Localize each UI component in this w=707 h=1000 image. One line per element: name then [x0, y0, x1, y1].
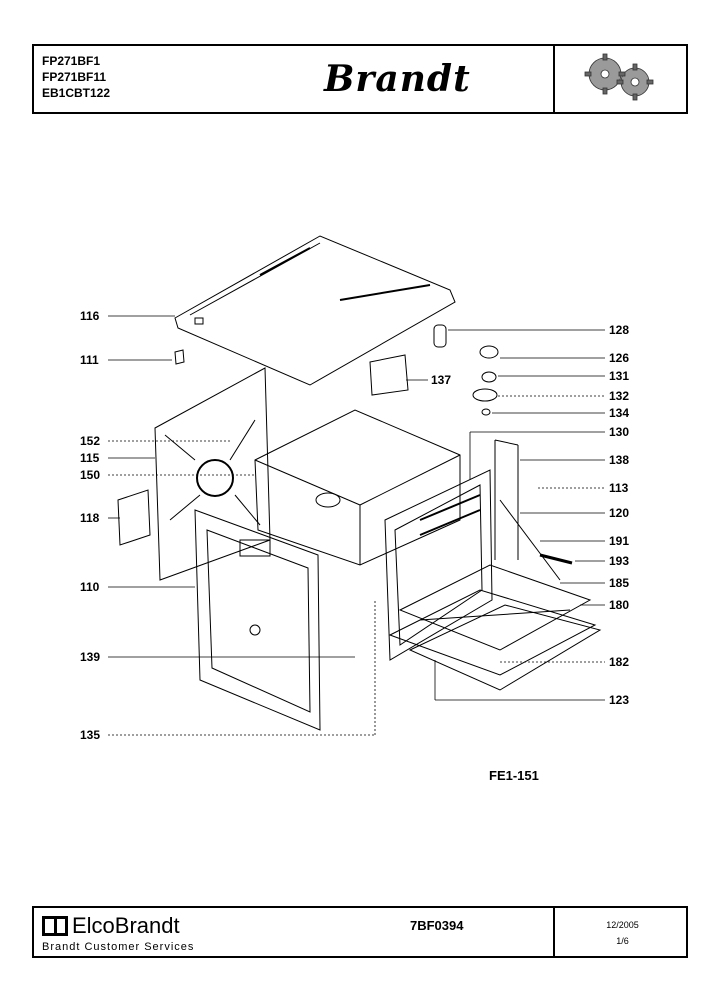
label-139: 139 [80, 650, 101, 664]
eb-logo-icon [42, 916, 68, 937]
label-150: 150 [80, 468, 101, 482]
document-date: 12/2005 [606, 920, 639, 930]
label-113: 113 [609, 481, 629, 495]
label-118: 118 [80, 511, 100, 525]
label-137: 137 [431, 373, 452, 387]
exploded-view-diagram [108, 235, 605, 736]
gear-logo-box [553, 44, 690, 114]
label-111: 111 [80, 353, 99, 367]
front-frame-drawing [384, 469, 493, 661]
diagram-reference: FE1-151 [489, 768, 539, 783]
label-110: 110 [80, 580, 100, 594]
label-120: 120 [609, 506, 630, 520]
ring-drawing [481, 371, 497, 383]
lamp-cover-drawing [433, 324, 447, 348]
label-180: 180 [609, 598, 630, 612]
model-1: FP271BF1 [42, 54, 101, 68]
company-name: ElcoBrandt [72, 913, 180, 939]
header-box: FP271BF1 FP271BF11 EB1CBT122 Brandt [32, 44, 688, 114]
knob-drawing [479, 345, 499, 359]
oven-cavity-drawing [254, 409, 461, 566]
bracket-drawing [369, 354, 409, 396]
label-138: 138 [609, 453, 630, 467]
label-193: 193 [609, 554, 630, 568]
footer-box: ElcoBrandt Brandt Customer Services 7BF0… [32, 906, 688, 958]
model-2: FP271BF11 [42, 70, 107, 84]
label-126: 126 [609, 351, 630, 365]
label-123: 123 [609, 693, 630, 707]
model-3: EB1CBT122 [42, 86, 111, 100]
date-page-box: 12/2005 1/6 [553, 906, 690, 958]
clip-drawing [174, 349, 185, 365]
page-number: 1/6 [616, 936, 629, 946]
label-135: 135 [80, 728, 101, 742]
top-panel-drawing [174, 235, 456, 386]
label-115: 115 [80, 451, 100, 465]
services-text: Brandt Customer Services [42, 941, 195, 953]
door-drawing [194, 509, 321, 731]
label-185: 185 [609, 576, 630, 590]
label-130: 130 [609, 425, 630, 439]
label-116: 116 [80, 309, 100, 323]
leader-lines [108, 315, 605, 736]
shelves-drawing [388, 564, 602, 691]
hinge-plate-drawing [117, 489, 151, 546]
label-131: 131 [609, 369, 630, 383]
screw-drawing [481, 408, 491, 416]
label-132: 132 [609, 389, 630, 403]
brand-logo: Brandt [324, 58, 471, 100]
label-191: 191 [609, 534, 630, 548]
side-panel-drawing [154, 367, 271, 581]
label-152: 152 [80, 434, 101, 448]
company-logo: ElcoBrandt [42, 912, 180, 939]
document-code: 7BF0394 [410, 918, 464, 933]
model-list: FP271BF1 FP271BF11 EB1CBT122 [42, 53, 110, 101]
label-134: 134 [609, 406, 630, 420]
side-rails-drawing [494, 439, 561, 581]
label-182: 182 [609, 655, 630, 669]
label-128: 128 [609, 323, 630, 337]
gears-icon [584, 53, 654, 101]
disc-drawing [472, 388, 498, 402]
element-drawing [539, 553, 573, 565]
